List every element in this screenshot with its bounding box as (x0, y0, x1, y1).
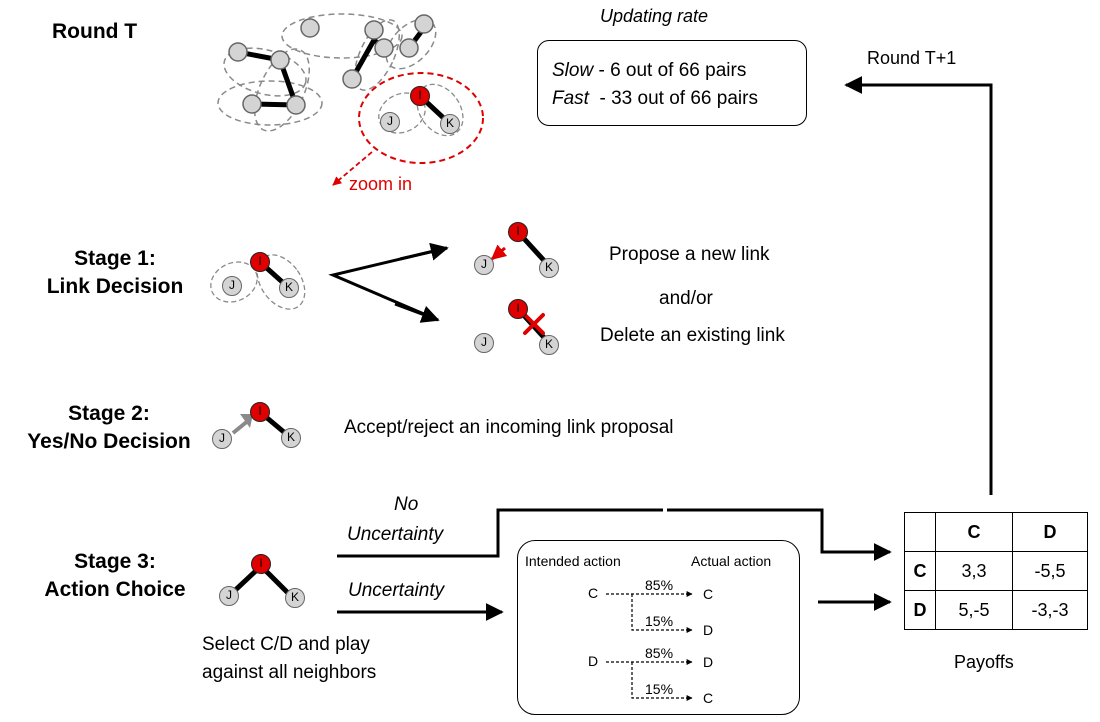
node-j: J (222, 276, 242, 296)
fast-rate-line: Fast - 33 out of 66 pairs (552, 88, 758, 110)
node-j: J (474, 255, 494, 275)
stage3-caption-line2: against all neighbors (202, 662, 377, 683)
zoom-arrow (332, 151, 373, 186)
node-j: J (380, 112, 400, 132)
node-i: I (508, 222, 528, 242)
fast-text: - 33 out of 66 pairs (588, 88, 758, 109)
payoff-cell: 5,-5 (935, 590, 1013, 630)
node-j: J (219, 586, 239, 606)
node-j: J (212, 429, 232, 449)
no-uncertainty-line1: No (394, 494, 419, 515)
node-k: K (279, 278, 299, 298)
slow-text: - 6 out of 66 pairs (593, 60, 747, 81)
propose-link-text: Propose a new link (609, 244, 770, 265)
payoff-row: C 3,3 -5,5 (904, 551, 1088, 591)
payoff-header-row: C D (904, 512, 1088, 552)
stage3-caption-line1: Select C/D and play (202, 634, 370, 655)
intended-action-header: Intended action (525, 553, 621, 569)
stage1-title-line1: Stage 1: (74, 247, 156, 270)
node-i: I (410, 86, 430, 106)
updating-rate-box (537, 40, 807, 126)
node-k: K (440, 114, 460, 134)
node-i: I (250, 252, 270, 272)
branch-to: D (703, 622, 714, 638)
node-i: I (251, 554, 271, 574)
stage2-title-line2: Yes/No Decision (27, 430, 191, 453)
branch-to: C (703, 690, 714, 706)
node-j: J (474, 333, 494, 353)
branch-pct: 85% (645, 645, 674, 661)
no-uncertainty-line2: Uncertainty (347, 524, 444, 545)
node-k: K (285, 588, 305, 608)
slow-rate-line: Slow - 6 out of 66 pairs (552, 60, 746, 82)
uncertainty-label: Uncertainty (348, 580, 445, 601)
slow-label: Slow (552, 60, 594, 81)
stage3-graphics (227, 76, 993, 621)
stage3-title-line1: Stage 3: (74, 550, 156, 573)
stage3-title: Stage 3: Action Choice (30, 548, 200, 604)
stage1-title: Stage 1: Link Decision (30, 245, 200, 301)
stage2-description: Accept/reject an incoming link proposal (344, 417, 674, 438)
node-k: K (539, 335, 559, 355)
actual-action-header: Actual action (691, 553, 772, 569)
uncertainty-branches (606, 591, 693, 701)
node-i: I (508, 299, 528, 319)
updating-rate-title: Updating rate (600, 6, 709, 26)
node-k: K (539, 258, 559, 278)
payoff-cell: -3,-3 (1012, 590, 1088, 630)
node-k: K (281, 428, 301, 448)
stage1-graphics (210, 230, 551, 345)
payoff-cell: -5,5 (1012, 551, 1088, 591)
payoffs-caption: Payoffs (954, 652, 1014, 672)
payoff-corner-cell (904, 512, 936, 552)
payoff-col-header: D (1012, 512, 1088, 552)
stage1-title-line2: Link Decision (46, 275, 184, 298)
payoff-cell: 3,3 (935, 551, 1013, 591)
stage3-title-line2: Action Choice (44, 578, 186, 601)
stage2-title: Stage 2: Yes/No Decision (10, 400, 208, 456)
payoff-row-header: D (904, 590, 936, 630)
branch-pct: 85% (645, 577, 674, 593)
branch-to: D (703, 654, 714, 670)
round-t-label: Round T (52, 20, 138, 43)
fast-label: Fast (552, 88, 589, 109)
payoff-row-header: C (904, 551, 936, 591)
branch-from-c: C (588, 585, 599, 601)
delete-link-text: Delete an existing link (600, 325, 785, 346)
stage2-title-line1: Stage 2: (68, 402, 150, 425)
branch-pct: 15% (645, 681, 674, 697)
payoff-matrix: C D C 3,3 -5,5 D 5,-5 -3,-3 (904, 512, 1088, 630)
andor-text: and/or (659, 288, 713, 309)
branch-pct: 15% (645, 613, 674, 629)
round-t1-label: Round T+1 (867, 48, 957, 68)
branch-to: C (703, 586, 714, 602)
branch-from-d: D (588, 653, 599, 669)
payoff-row: D 5,-5 -3,-3 (904, 590, 1088, 630)
round-t-network (217, 13, 484, 164)
uncertainty-box (517, 540, 800, 715)
node-i: I (250, 402, 270, 422)
zoom-in-label: zoom in (349, 174, 413, 194)
payoff-col-header: C (935, 512, 1013, 552)
